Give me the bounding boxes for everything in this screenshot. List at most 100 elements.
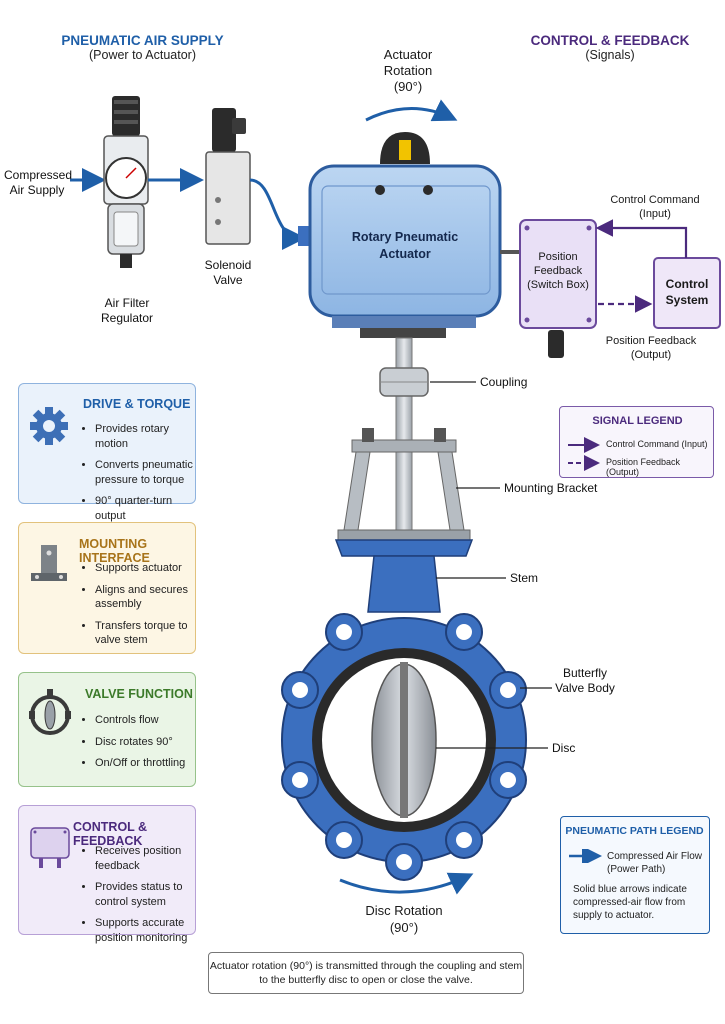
control-feedback-card-title: CONTROL & FEEDBACK: [73, 820, 148, 848]
mounting-bullet: Transfers torque to valve stem: [95, 619, 205, 648]
control-system-line2: System: [665, 293, 709, 307]
pneumatic-legend-item: Compressed Air Flow (Power Path): [607, 850, 702, 876]
valve-disc-icon: [29, 689, 71, 735]
valve-bullets: Controls flow Disc rotates 90° On/Off or…: [81, 713, 205, 778]
pneumatic-note-line3: supply to actuator.: [573, 910, 655, 921]
solenoid-label: Solenoid Valve: [196, 258, 260, 288]
pfo-line1: Position Feedback: [605, 335, 697, 347]
air-supply-subtitle: (Power to Actuator): [89, 48, 196, 62]
caption-line2: to the butterfly disc to open or close t…: [259, 974, 473, 986]
coupling-label: Coupling: [480, 375, 528, 389]
solenoid-valve-icon: [205, 108, 251, 245]
solenoid-to-actuator-arrow: [249, 178, 306, 250]
solenoid-line2: Valve: [213, 273, 243, 287]
disc-rotation-line1: Disc Rotation: [365, 903, 443, 918]
drive-torque-card: DRIVE & TORQUE Provides rotary motion Co…: [18, 383, 196, 522]
control-command-label: Control Command (Input): [600, 193, 710, 221]
valve-body-label: Butterfly Valve Body: [550, 666, 620, 696]
pneumatic-legend-note: Solid blue arrows indicate compressed-ai…: [573, 883, 687, 922]
pfo-line2: (Output): [630, 349, 672, 361]
control-header: CONTROL & FEEDBACK (Signals): [515, 33, 705, 62]
signal-legend-swatches: [568, 437, 600, 471]
control-bullets: Receives position feedback Provides stat…: [81, 844, 207, 952]
pneumatic-legend: PNEUMATIC PATH LEGEND Compressed Air Flo…: [560, 816, 710, 934]
filter-regulator-label: Air Filter Regulator: [92, 296, 162, 326]
drive-bullet: Provides rotary motion: [95, 422, 205, 451]
actuator-line1: Rotary Pneumatic: [351, 230, 459, 244]
drive-torque-title: DRIVE & TORQUE: [83, 397, 191, 411]
caption-box: Actuator rotation (90°) is transmitted t…: [208, 952, 524, 994]
control-command-arrow: [595, 219, 688, 258]
control-bullet: Provides status to control system: [95, 880, 207, 909]
gear-icon: [30, 407, 68, 445]
control-system-label: Control System: [654, 276, 720, 308]
air-supply-title: PNEUMATIC AIR SUPPLY: [61, 33, 224, 48]
mounting-bracket-label: Mounting Bracket: [504, 481, 598, 495]
pneumatic-legend-item-line1: Compressed Air Flow: [607, 851, 703, 862]
disc-rotation-arrow: [339, 872, 474, 895]
filter-regulator-line1: Air Filter: [104, 296, 150, 310]
actuator-rotation-arrow: [365, 99, 458, 122]
valve-bullet: Disc rotates 90°: [95, 735, 205, 750]
pfb-line3: (Switch Box): [527, 279, 589, 291]
cable-gland-icon: [548, 330, 564, 358]
disc-rotation-line2: (90°): [389, 920, 419, 935]
drive-torque-bullets: Provides rotary motion Converts pneumati…: [81, 422, 205, 530]
bracket-icon: [31, 545, 67, 581]
actuator-rotation-label: Actuator Rotation (90°): [366, 47, 450, 95]
actuator-rotation-line3: (90°): [393, 79, 423, 94]
valve-function-card: VALVE FUNCTION Controls flow Disc rotate…: [18, 672, 196, 787]
drive-bullet: 90° quarter-turn output: [95, 494, 205, 523]
signal-legend-item-command: Control Command (Input): [606, 439, 708, 449]
valve-body-line2: Valve Body: [555, 681, 615, 695]
control-command-line2: (Input): [639, 208, 671, 220]
signal-legend-title: SIGNAL LEGEND: [592, 415, 683, 427]
pneumatic-legend-swatch: [569, 849, 602, 863]
mounting-interface-card: MOUNTING INTERFACE Supports actuator Ali…: [18, 522, 196, 654]
actuator-label: Rotary Pneumatic Actuator: [330, 229, 480, 263]
control-feedback-card: CONTROL & FEEDBACK Receives position fee…: [18, 805, 196, 944]
position-feedback-box: [519, 219, 597, 329]
control-subtitle: (Signals): [585, 48, 635, 62]
control-bullet: Supports accurate position monitoring: [95, 916, 207, 945]
control-system-line1: Control: [665, 277, 709, 291]
pfb-line1: Position: [538, 251, 578, 263]
pfb-line2: Feedback: [533, 265, 583, 277]
mounting-bullets: Supports actuator Aligns and secures ass…: [81, 561, 205, 655]
compressed-supply-line1: Compressed: [4, 168, 73, 182]
signal-legend: SIGNAL LEGEND Control Command (Input) Po…: [559, 406, 714, 478]
switch-box-icon: [30, 827, 70, 868]
compressed-supply-label: Compressed Air Supply: [4, 168, 73, 198]
valve-bullet: Controls flow: [95, 713, 205, 728]
position-feedback-box-label: Position Feedback (Switch Box): [522, 250, 594, 292]
valve-function-title: VALVE FUNCTION: [85, 687, 193, 701]
control-title: CONTROL & FEEDBACK: [530, 33, 690, 48]
filter-regulator-line2: Regulator: [100, 311, 154, 325]
actuator-rotation-line2: Rotation: [383, 63, 433, 78]
control-command-line1: Control Command: [610, 194, 700, 206]
pneumatic-note-line2: compressed-air flow from: [573, 897, 686, 908]
control-bullet: Receives position feedback: [95, 844, 207, 873]
air-supply-header: PNEUMATIC AIR SUPPLY (Power to Actuator): [40, 33, 245, 62]
mounting-bullet: Aligns and secures assembly: [95, 583, 205, 612]
mounting-bracket-icon: [337, 428, 471, 541]
caption-line1: Actuator rotation (90°) is transmitted t…: [209, 960, 523, 972]
filter-regulator-icon: [103, 96, 149, 268]
pneumatic-note-line1: Solid blue arrows indicate: [573, 884, 687, 895]
solenoid-line1: Solenoid: [204, 258, 252, 272]
rotary-actuator-icon: [298, 132, 502, 338]
pneumatic-legend-title: PNEUMATIC PATH LEGEND: [565, 825, 704, 837]
stem-label: Stem: [510, 571, 539, 585]
actuator-rotation-line1: Actuator: [383, 47, 433, 62]
actuator-line2: Actuator: [379, 247, 431, 261]
pneumatic-legend-item-line2: (Power Path): [607, 864, 666, 875]
compressed-supply-line2: Air Supply: [9, 183, 65, 197]
disc-label: Disc: [552, 741, 576, 755]
mounting-bullet: Supports actuator: [95, 561, 205, 576]
mounting-interface-title: MOUNTING INTERFACE: [79, 537, 150, 565]
valve-bullet: On/Off or throttling: [95, 756, 205, 771]
drive-bullet: Converts pneumatic pressure to torque: [95, 458, 205, 487]
position-feedback-out-label: Position Feedback (Output): [596, 334, 706, 362]
signal-legend-item-feedback: Position Feedback (Output): [606, 457, 681, 477]
